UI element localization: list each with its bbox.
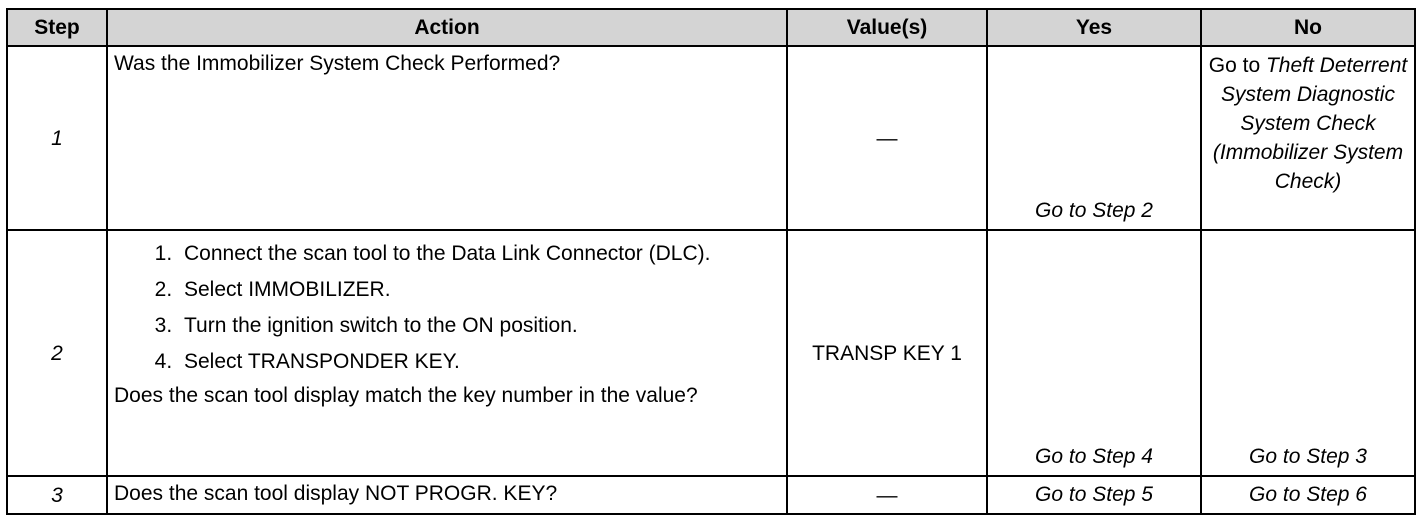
- instruction-item: Turn the ignition switch to the ON posit…: [178, 311, 780, 340]
- table-row: 2 Connect the scan tool to the Data Link…: [6, 229, 1416, 477]
- step-number: 1: [6, 45, 108, 231]
- no-cell: Go to Theft Deterrent System Diagnostic …: [1200, 45, 1416, 231]
- no-cell: Go to Step 3: [1200, 229, 1416, 477]
- step-number: 2: [6, 229, 108, 477]
- no-prefix: Go to: [1208, 54, 1261, 77]
- header-row: Step Action Value(s) Yes No: [6, 8, 1416, 47]
- value-cell: TRANSP KEY 1: [786, 229, 988, 477]
- instruction-list: Connect the scan tool to the Data Link C…: [114, 239, 780, 376]
- instruction-item: Select IMMOBILIZER.: [178, 275, 780, 304]
- question-text: Does the scan tool display match the key…: [114, 384, 698, 407]
- diagnostic-table: Step Action Value(s) Yes No 1 Was the Im…: [6, 8, 1416, 515]
- action-text: Was the Immobilizer System Check Perform…: [106, 45, 788, 231]
- yes-cell: Go to Step 4: [986, 229, 1202, 477]
- yes-cell: Go to Step 2: [986, 45, 1202, 231]
- header-no: No: [1200, 8, 1416, 47]
- header-action: Action: [106, 8, 788, 47]
- instruction-item: Connect the scan tool to the Data Link C…: [178, 239, 780, 268]
- action-text: Does the scan tool display NOT PROGR. KE…: [106, 475, 788, 515]
- no-cell: Go to Step 6: [1200, 475, 1416, 515]
- header-yes: Yes: [986, 8, 1202, 47]
- step-number: 3: [6, 475, 108, 515]
- header-step: Step: [6, 8, 108, 47]
- value-cell: —: [786, 475, 988, 515]
- yes-cell: Go to Step 5: [986, 475, 1202, 515]
- action-cell: Connect the scan tool to the Data Link C…: [106, 229, 788, 477]
- value-cell: —: [786, 45, 988, 231]
- instruction-item: Select TRANSPONDER KEY.: [178, 347, 780, 376]
- header-values: Value(s): [786, 8, 988, 47]
- table-row: 3 Does the scan tool display NOT PROGR. …: [6, 475, 1416, 515]
- no-link: Theft Deterrent System Diagnostic System…: [1212, 54, 1408, 193]
- table-row: 1 Was the Immobilizer System Check Perfo…: [6, 45, 1416, 231]
